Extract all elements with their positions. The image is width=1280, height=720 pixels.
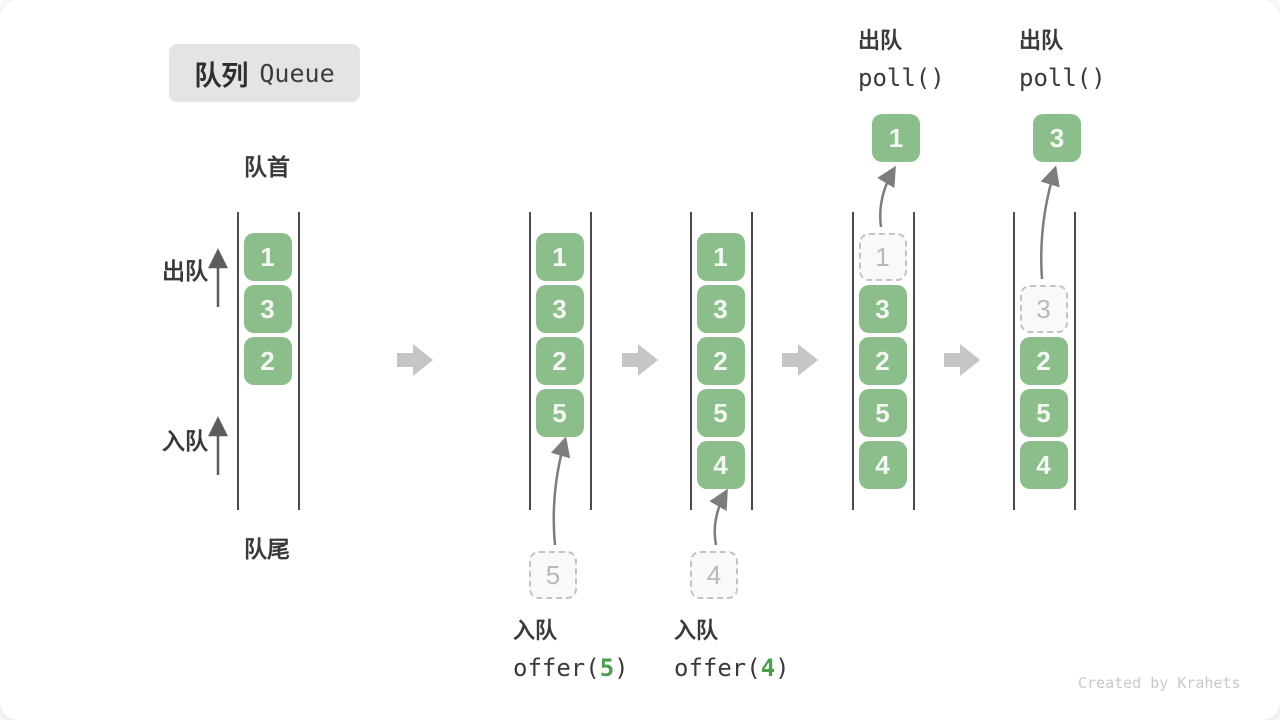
queue-2-right-wall [590,212,592,510]
dequeue-op-label-zh: 出队 [858,28,903,53]
queue-item: 3 [696,285,745,333]
queue-item: 1 [243,233,292,281]
dequeued-value-box: 3 [1033,114,1081,162]
queue-item: 4 [696,441,745,489]
queue-item: 2 [243,337,292,385]
queue-item: 5 [858,389,907,437]
queue-item: 4 [858,441,907,489]
enqueue-op-label-code: offer(5) [513,654,629,682]
queue-item: 3 [243,285,292,333]
enqueue-value-ghost: 5 [529,551,577,599]
queue-item: 2 [535,337,584,385]
dequeue-op-label: 出队 poll() [858,26,945,93]
queue-5-left-wall [1013,212,1015,510]
queue-item: 5 [1019,389,1068,437]
queue-rear-label: 队尾 [244,536,290,562]
watermark: Created by Krahets [1078,674,1241,692]
title-zh: 队列 [194,60,249,91]
queue-3-right-wall [751,212,753,510]
queue-1-right-wall [298,212,300,510]
queue-front-label: 队首 [244,154,290,180]
enqueue-op-label-arg: 5 [599,654,615,682]
dequeue-op-label-zh: 出队 [1019,28,1064,53]
queue-item-ghost: 3 [1019,285,1068,333]
enqueue-op-label: 入队 offer(4) [674,616,790,683]
queue-item: 4 [1019,441,1068,489]
queue-item: 5 [535,389,584,437]
queue-5-right-wall [1074,212,1076,510]
queue-item: 5 [696,389,745,437]
queue-item: 1 [696,233,745,281]
enqueue-side-label: 入队 [162,428,208,454]
enqueue-op-label-zh: 入队 [513,618,558,643]
dequeued-value-box: 1 [872,114,920,162]
queue-item: 3 [858,285,907,333]
dequeue-op-label-code: poll() [1019,64,1106,92]
queue-3-left-wall [690,212,692,510]
queue-item: 1 [535,233,584,281]
queue-item: 3 [535,285,584,333]
queue-item: 2 [1019,337,1068,385]
queue-4-right-wall [913,212,915,510]
enqueue-value-ghost: 4 [690,551,738,599]
queue-item: 2 [696,337,745,385]
queue-1-left-wall [237,212,239,510]
dequeue-op-label: 出队 poll() [1019,26,1106,93]
queue-item-ghost: 1 [858,233,907,281]
queue-4-left-wall [852,212,854,510]
enqueue-op-label: 入队 offer(5) [513,616,629,683]
queue-2-left-wall [529,212,531,510]
enqueue-op-label-zh: 入队 [674,618,719,643]
title-en: Queue [259,58,335,88]
queue-item: 2 [858,337,907,385]
enqueue-op-label-code: offer(4) [674,654,790,682]
dequeue-side-label: 出队 [162,258,208,284]
enqueue-op-label-arg: 4 [760,654,776,682]
title-box: 队列 Queue [169,44,360,102]
dequeue-op-label-code: poll() [858,64,945,92]
